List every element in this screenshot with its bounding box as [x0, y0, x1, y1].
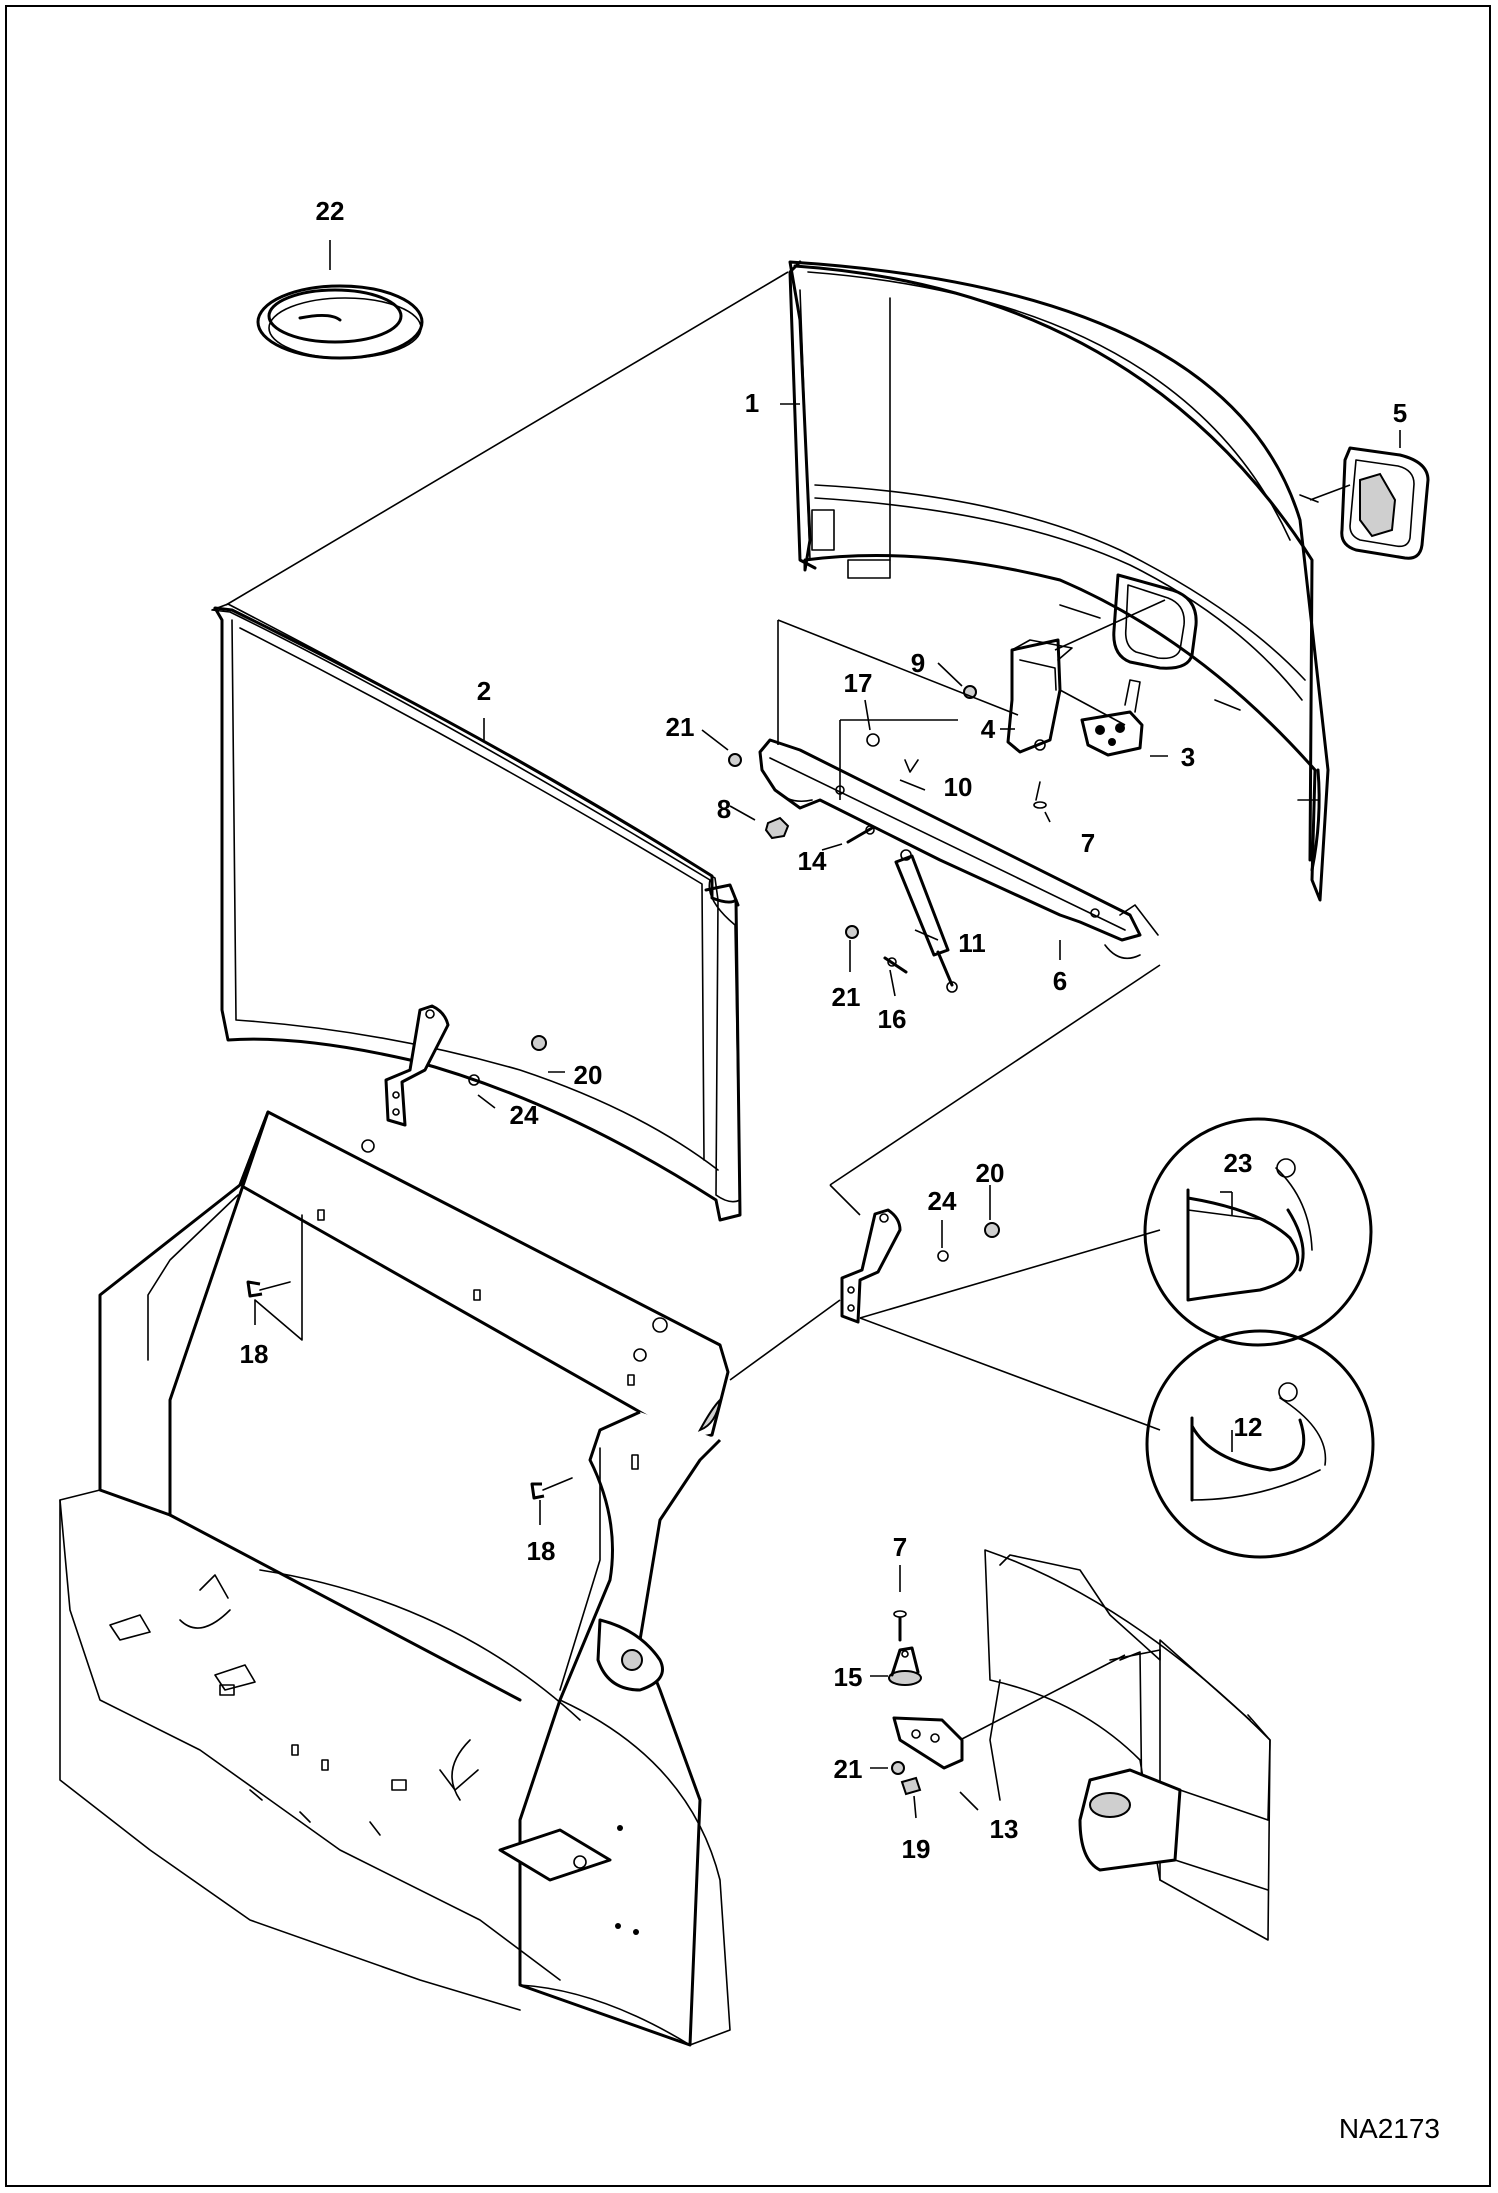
callout-8: 8 [717, 794, 731, 824]
latch-part-3 [1080, 679, 1144, 757]
callout-21-bottom: 21 [834, 1754, 863, 1784]
callout-leaders [254, 240, 1401, 1819]
callout-21-top: 21 [666, 712, 695, 742]
callout-20-right: 20 [976, 1158, 1005, 1188]
latch-bracket-part-4 [1006, 638, 1073, 754]
rear-door-panel-part-1 [788, 260, 1330, 902]
assembly-lines [225, 271, 1166, 1741]
callout-22: 22 [316, 196, 345, 226]
callout-2: 2 [477, 676, 491, 706]
callout-17: 17 [844, 668, 873, 698]
callout-14: 14 [798, 846, 827, 876]
callout-4: 4 [981, 714, 996, 744]
door-handle-part-5 [1299, 446, 1430, 560]
hinge-bracket-right [840, 1208, 1000, 1324]
callout-19: 19 [902, 1834, 931, 1864]
callout-7-top: 7 [1081, 828, 1095, 858]
gas-spring-part-11 [894, 849, 958, 993]
callout-21-mid: 21 [832, 982, 861, 1012]
hardware-parts [728, 685, 1047, 974]
callout-16: 16 [878, 1004, 907, 1034]
callout-3: 3 [1181, 742, 1195, 772]
pin-parts-18 [246, 1280, 573, 1500]
callout-23: 23 [1224, 1148, 1253, 1178]
callout-24-right: 24 [928, 1186, 957, 1216]
latch-bar-part-6 [758, 738, 1159, 960]
drawing-reference-id: NA2173 [1338, 2113, 1440, 2144]
callout-18-right: 18 [527, 1536, 556, 1566]
detail-view-23 [1143, 1117, 1373, 1347]
callout-1: 1 [745, 388, 759, 418]
callout-18-left: 18 [240, 1339, 269, 1369]
callout-24-left: 24 [510, 1100, 539, 1130]
hinge-bracket-left [384, 1004, 547, 1127]
callout-6: 6 [1053, 966, 1067, 996]
callouts: 22 1 5 2 9 17 4 3 21 10 8 14 7 11 6 21 1… [240, 196, 1408, 1864]
detail-view-13 [1145, 1329, 1375, 1559]
callout-15: 15 [834, 1662, 863, 1692]
rear-screen-frame-part-2 [211, 603, 742, 1222]
callout-12: 13 [990, 1814, 1019, 1844]
callout-5: 5 [1393, 398, 1407, 428]
callout-7-bottom: 7 [893, 1532, 907, 1562]
seal-coil-part-22 [256, 284, 424, 360]
cab-frame [59, 1110, 731, 2047]
callout-13: 12 [1234, 1412, 1263, 1442]
callout-9: 9 [911, 648, 925, 678]
callout-11: 11 [958, 928, 986, 958]
callout-20-left: 20 [574, 1060, 603, 1090]
lower-latch-assembly [888, 1549, 1271, 1941]
callout-10: 10 [944, 772, 973, 802]
drawing-border [5, 5, 1491, 2187]
